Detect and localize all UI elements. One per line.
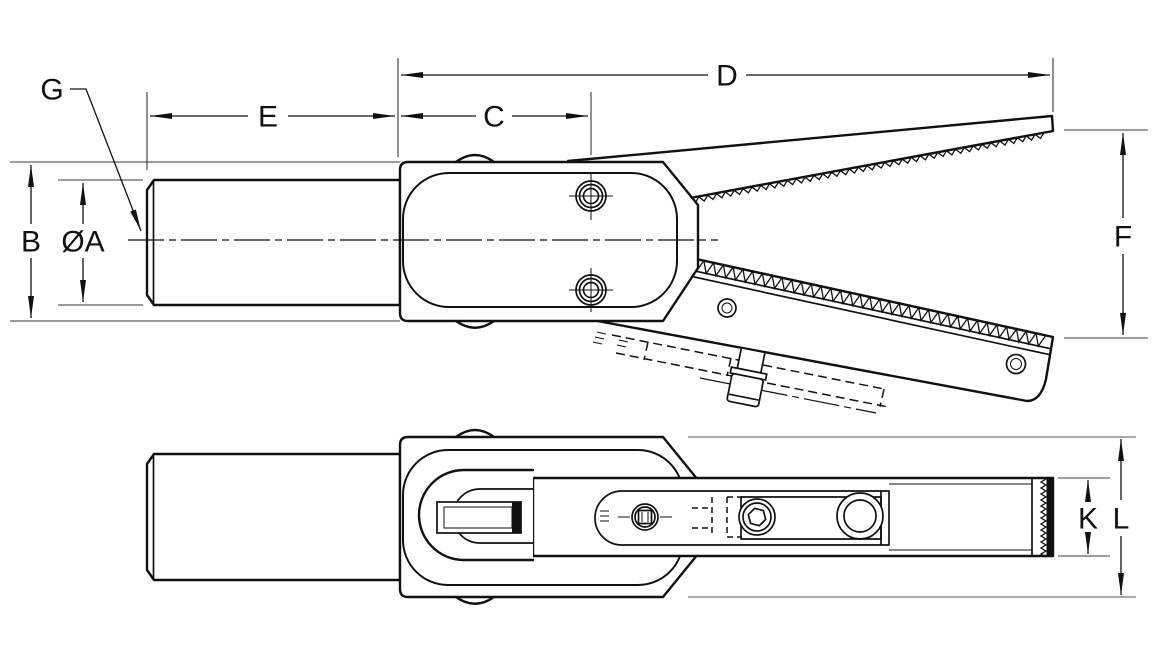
dimension-B: B [21, 165, 41, 318]
serrated-end-face [1039, 478, 1053, 558]
shank-side [145, 178, 402, 307]
pivot-bump [454, 153, 496, 329]
upper-jaw-serration [689, 132, 1045, 204]
dimension-L: L [1113, 439, 1130, 595]
pivot-bump-plan [454, 428, 496, 605]
dim-label-c: C [483, 101, 505, 134]
dimensions-top-view: B ØA E C D [21, 60, 1132, 335]
body-screw-top [569, 172, 613, 220]
pivot-hole [836, 492, 884, 540]
tool-body-side [398, 153, 700, 329]
top-view: B ØA E C D [10, 58, 1148, 414]
hidden-screw-end [692, 496, 742, 538]
bottom-view: K L [145, 428, 1136, 605]
dim-label-dia-a: ØA [61, 226, 104, 259]
callout-G: G [40, 74, 142, 232]
set-screw [600, 503, 672, 531]
extension-lines [10, 58, 1148, 339]
adjustment-knob [726, 348, 768, 408]
jaw-bar [531, 476, 1055, 558]
dimension-C: C [401, 101, 588, 134]
dimension-F: F [1114, 133, 1132, 335]
dimension-D: D [401, 60, 1050, 93]
dim-label-b: B [21, 226, 41, 259]
dim-label-k: K [1078, 503, 1098, 536]
body-screw-bottom [569, 268, 613, 312]
dim-label-g: G [40, 74, 63, 107]
dim-label-d: D [716, 60, 738, 93]
thread-marks-plan [600, 510, 609, 522]
slider-block [436, 501, 522, 534]
dim-label-e: E [258, 101, 278, 134]
lower-jaw [590, 248, 1055, 414]
pivot-yoke [417, 468, 535, 562]
shank-plan [145, 452, 402, 582]
width-extension-lines [688, 436, 1136, 598]
hex-socket-screw [738, 498, 776, 536]
dimension-K: K [1078, 480, 1098, 554]
lower-jaw-serration [654, 249, 1047, 348]
dimension-E: E [150, 101, 395, 134]
dimensions-bottom-view: K L [1078, 439, 1129, 595]
thread-marks [592, 331, 629, 348]
dimension-diaA: ØA [61, 183, 105, 302]
dim-label-l: L [1113, 503, 1130, 536]
dim-label-f: F [1114, 221, 1132, 254]
